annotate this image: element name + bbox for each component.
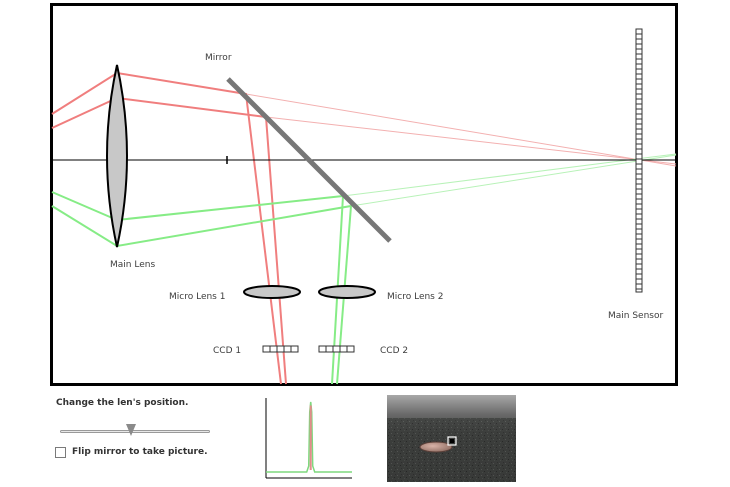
main-sensor-label: Main Sensor — [608, 311, 663, 322]
ccd-1-sensor — [263, 346, 298, 352]
micro-lens-1-label: Micro Lens 1 — [169, 292, 225, 303]
main-lens-label: Main Lens — [110, 260, 155, 271]
coin-image — [420, 442, 452, 452]
main-sensor — [636, 29, 642, 292]
focus-curve-red — [310, 406, 311, 470]
diagram-frame — [52, 5, 677, 385]
micro-lens-1 — [244, 286, 300, 298]
ccd-2-label: CCD 2 — [380, 346, 408, 357]
flip-mirror-label[interactable]: Flip mirror to take picture. — [72, 447, 208, 457]
mirror-label: Mirror — [205, 53, 232, 64]
slider-thumb[interactable] — [126, 424, 136, 436]
preview-photo — [387, 395, 516, 482]
micro-lens-2-label: Micro Lens 2 — [387, 292, 443, 303]
focus-curve-green — [266, 402, 352, 472]
flip-mirror-checkbox[interactable] — [55, 447, 66, 458]
lens-position-slider[interactable] — [60, 424, 210, 438]
ccd-2-sensor — [319, 346, 354, 352]
focus-plot — [266, 398, 352, 478]
lens-position-label: Change the len's position. — [56, 398, 188, 408]
micro-lens-2 — [319, 286, 375, 298]
ccd-1-label: CCD 1 — [213, 346, 241, 357]
